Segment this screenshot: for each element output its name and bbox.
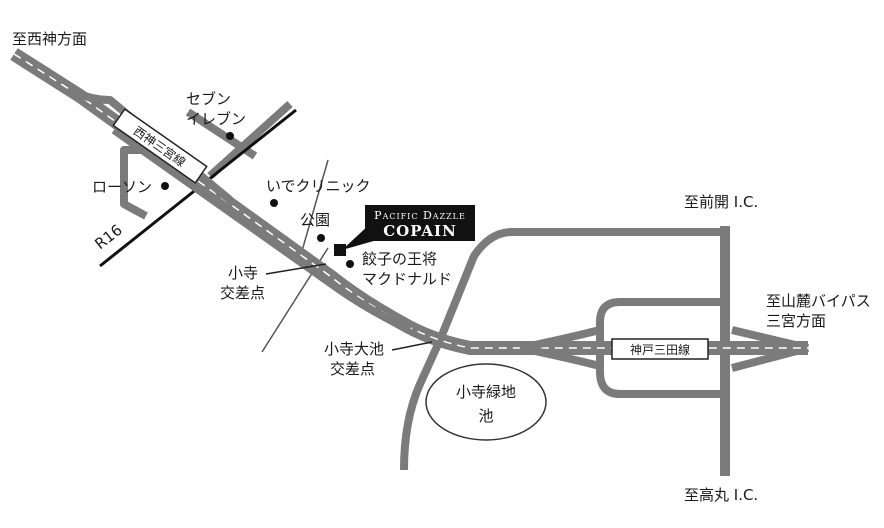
lawson-label: ローソン [92,178,152,196]
store-brand-line2: COPAIN [383,222,457,240]
dest-sanroku-line2: 三宮方面 [766,312,826,330]
highway-branch-left [68,86,233,204]
highway-ramp-right [519,326,601,370]
pond [425,363,547,441]
seven-eleven-line2: イレブン [186,110,246,128]
kodera-oike-line2: 交差点 [330,360,375,378]
dest-takamaru-ic: 至高丸 I.C. [684,486,758,504]
kodera-label-line2: 交差点 [220,284,265,302]
kodera-label-line1: 小寺 [228,264,258,282]
dest-sanroku-line1: 至山麓バイパス [766,292,871,310]
seven-eleven-line1: セブン [186,90,231,108]
kodera-oike-line1: 小寺大池 [324,340,384,358]
highway-parallel [111,126,412,334]
pond-label-line2: 池 [478,407,493,425]
seven-eleven-dot [226,132,234,140]
clinic-dot [270,199,278,207]
lawson-dot [161,182,169,190]
road-upper-cross-2 [207,101,293,179]
store-brand-line1: Pacific Dazzle [374,209,466,222]
mcdonalds-label: マクドナルド [362,270,452,288]
dest-maegai-ic: 至前開 I.C. [684,193,758,211]
park-dot [317,234,325,242]
gyoza-dot [346,260,354,268]
kodera-oike-leader [391,341,433,351]
store-callout[interactable]: Pacific Dazzle COPAIN [365,205,475,241]
dest-nishi-kobe: 至西神方面 [12,30,87,48]
store-marker-icon [334,244,346,256]
highway-main-dash [13,53,808,349]
park-label: 公園 [300,211,330,229]
pond-label-line1: 小寺緑地 [456,383,516,401]
clinic-label: いでクリニック [266,177,371,195]
road-sign-right-text: 神戸三田線 [630,342,690,357]
road-sign-right: 神戸三田線 [611,338,709,360]
road-north-curve [400,228,725,471]
kodera-leader [265,263,327,275]
street-thin-a [299,159,329,259]
gyoza-label: 餃子の王将 [362,250,437,268]
